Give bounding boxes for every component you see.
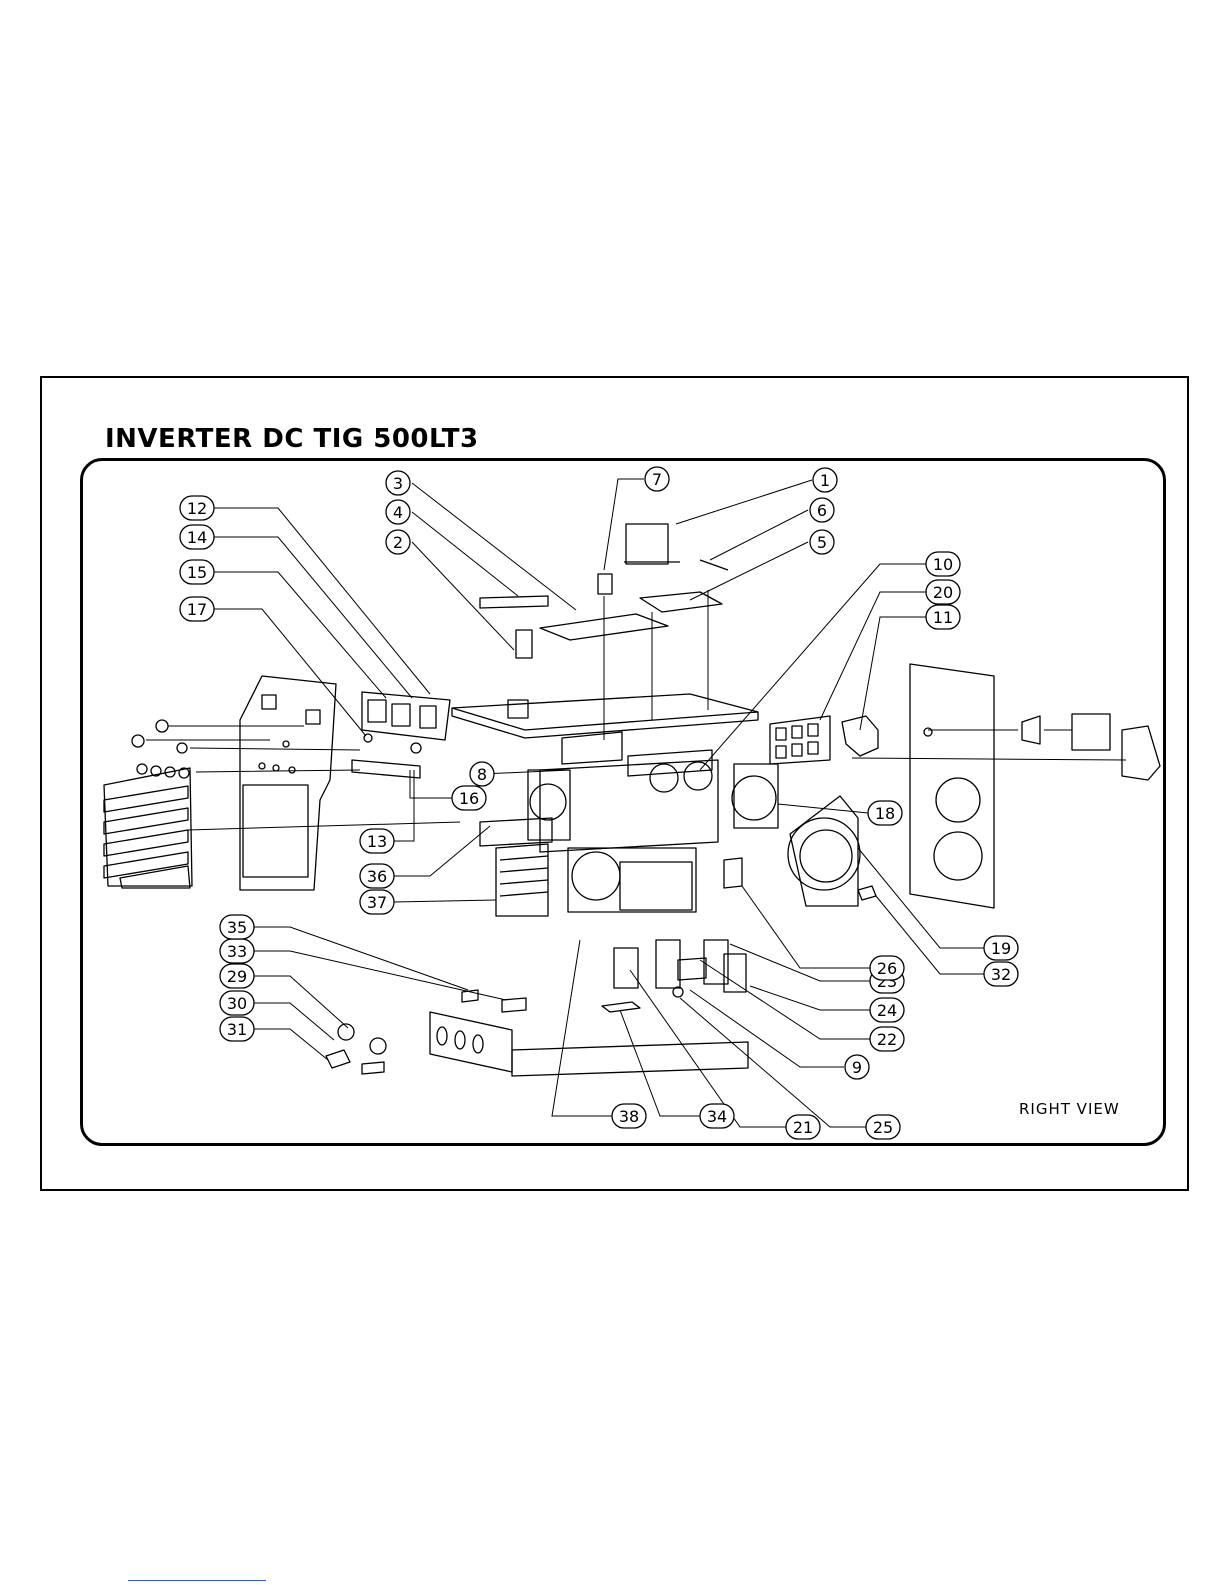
callout-21: 21 — [786, 1115, 820, 1139]
main-transformer — [568, 848, 696, 912]
callout-26: 26 — [870, 956, 904, 980]
control-board-assembly — [352, 692, 450, 778]
callout-15: 15 — [180, 560, 214, 584]
callout-16: 16 — [452, 786, 486, 810]
callout-6: 6 — [810, 498, 834, 522]
callout-3: 3 — [386, 471, 410, 495]
callout-18: 18 — [868, 801, 902, 825]
callout-11: 11 — [926, 605, 960, 629]
callout-10: 10 — [926, 552, 960, 576]
top-plate — [452, 694, 758, 738]
callout-label: 6 — [817, 501, 827, 520]
callout-19: 19 — [984, 936, 1018, 960]
callout-25: 25 — [866, 1115, 900, 1139]
callout-label: 37 — [367, 893, 387, 912]
callout-34: 34 — [700, 1104, 734, 1128]
inductor-coils — [480, 818, 552, 916]
callout-label: 17 — [187, 600, 207, 619]
callout-32: 32 — [984, 962, 1018, 986]
callout-1: 1 — [813, 468, 837, 492]
bottom-plate — [430, 1012, 748, 1076]
callout-20: 20 — [926, 580, 960, 604]
footer-underline[interactable] — [128, 1580, 266, 1581]
output-terminals — [326, 1024, 386, 1074]
callout-label: 30 — [227, 994, 247, 1013]
callout-5: 5 — [810, 530, 834, 554]
leader-lines — [146, 479, 1126, 1127]
callout-label: 11 — [933, 608, 953, 627]
callout-label: 9 — [852, 1058, 862, 1077]
callout-label: 26 — [877, 959, 897, 978]
callout-label: 29 — [227, 967, 247, 986]
callout-30: 30 — [220, 991, 254, 1015]
callout-label: 25 — [873, 1118, 893, 1137]
callout-label: 10 — [933, 555, 953, 574]
relay-26 — [724, 858, 742, 888]
callout-label: 35 — [227, 918, 247, 937]
callout-36: 36 — [360, 864, 394, 888]
callout-label: 19 — [991, 939, 1011, 958]
fan-18 — [732, 764, 778, 828]
callout-12: 12 — [180, 496, 214, 520]
pcb-boards — [480, 574, 722, 718]
callout-label: 20 — [933, 583, 953, 602]
callout-14: 14 — [180, 525, 214, 549]
callout-label: 8 — [477, 765, 487, 784]
callouts: 1 2 3 4 5 6 7 8 9 10 11 12 13 14 15 16 1… — [180, 467, 1018, 1139]
callout-13: 13 — [360, 829, 394, 853]
view-label: RIGHT VIEW — [1019, 1100, 1120, 1118]
callout-label: 4 — [393, 503, 403, 522]
callout-24: 24 — [870, 998, 904, 1022]
callout-4: 4 — [386, 500, 410, 524]
connector-32 — [858, 886, 876, 900]
callout-label: 15 — [187, 563, 207, 582]
callout-37: 37 — [360, 890, 394, 914]
callout-label: 21 — [793, 1118, 813, 1137]
control-transformer — [624, 524, 728, 570]
callout-8: 8 — [470, 762, 494, 786]
callout-label: 12 — [187, 499, 207, 518]
main-chassis — [528, 732, 718, 852]
front-panel — [240, 676, 336, 890]
handle-assembly — [1022, 714, 1160, 780]
side-panel — [910, 664, 994, 908]
callout-35: 35 — [220, 915, 254, 939]
knobs — [132, 720, 189, 778]
callout-38: 38 — [612, 1104, 646, 1128]
callout-31: 31 — [220, 1017, 254, 1041]
callout-label: 16 — [459, 789, 479, 808]
callout-label: 14 — [187, 528, 207, 547]
callout-29: 29 — [220, 964, 254, 988]
callout-label: 22 — [877, 1030, 897, 1049]
callout-label: 7 — [652, 470, 662, 489]
callout-2: 2 — [386, 530, 410, 554]
callout-7: 7 — [645, 467, 669, 491]
callout-label: 32 — [991, 965, 1011, 984]
callout-label: 24 — [877, 1001, 897, 1020]
callout-label: 38 — [619, 1107, 639, 1126]
callout-22: 22 — [870, 1027, 904, 1051]
rectifier-stack — [770, 716, 830, 764]
louver-grille — [104, 768, 192, 888]
callout-label: 34 — [707, 1107, 727, 1126]
callout-9: 9 — [845, 1055, 869, 1079]
callout-label: 5 — [817, 533, 827, 552]
callout-label: 33 — [227, 942, 247, 961]
callout-label: 1 — [820, 471, 830, 490]
callout-label: 2 — [393, 533, 403, 552]
bracket-11 — [842, 716, 878, 756]
callout-33: 33 — [220, 939, 254, 963]
callout-17: 17 — [180, 597, 214, 621]
callout-label: 13 — [367, 832, 387, 851]
callout-label: 18 — [875, 804, 895, 823]
fan-19 — [788, 796, 860, 906]
callout-label: 31 — [227, 1020, 247, 1039]
callout-label: 36 — [367, 867, 387, 886]
callout-label: 3 — [393, 474, 403, 493]
